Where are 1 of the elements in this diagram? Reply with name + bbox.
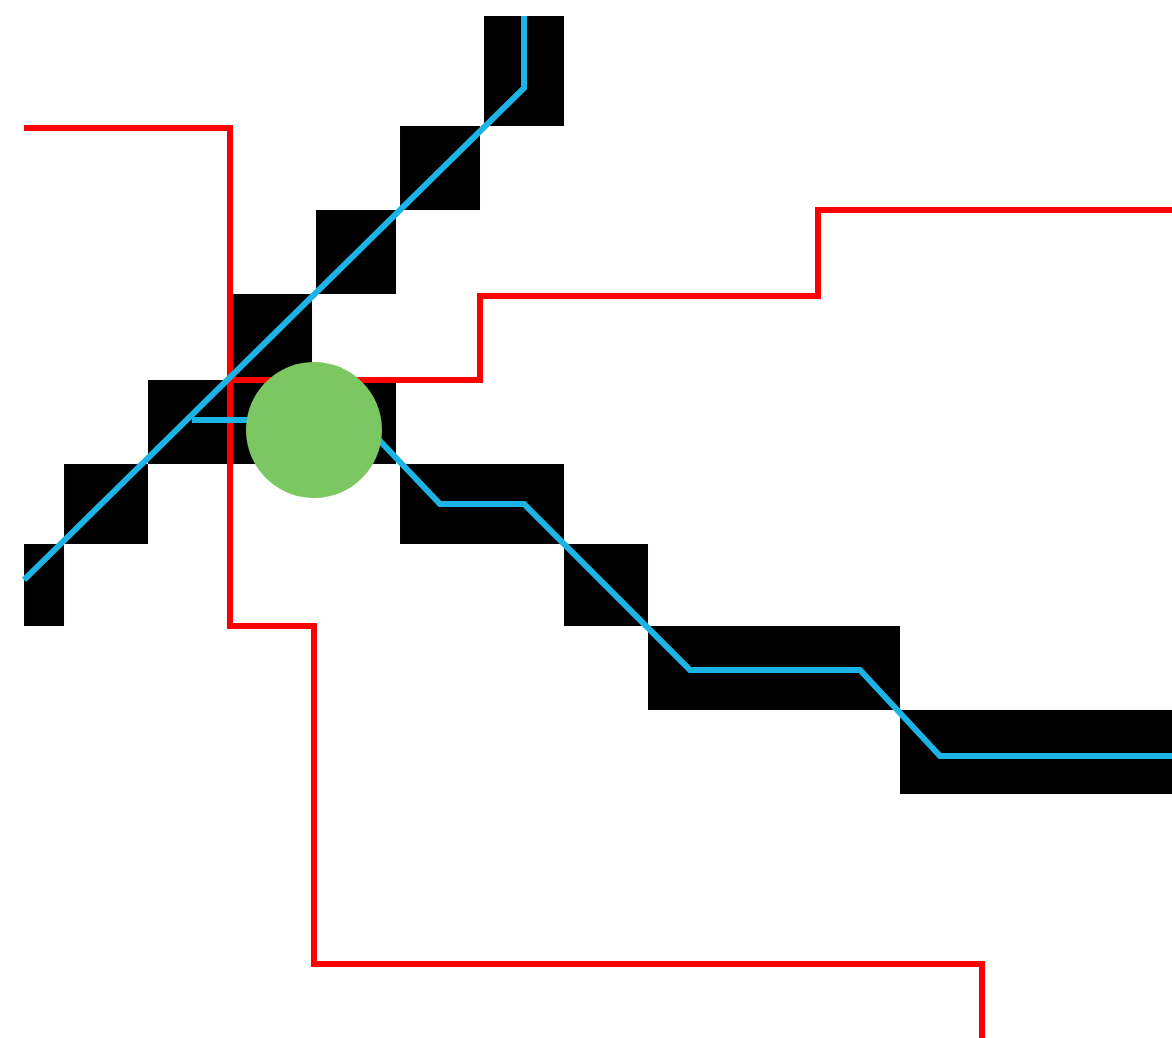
circle-marker xyxy=(246,362,382,498)
